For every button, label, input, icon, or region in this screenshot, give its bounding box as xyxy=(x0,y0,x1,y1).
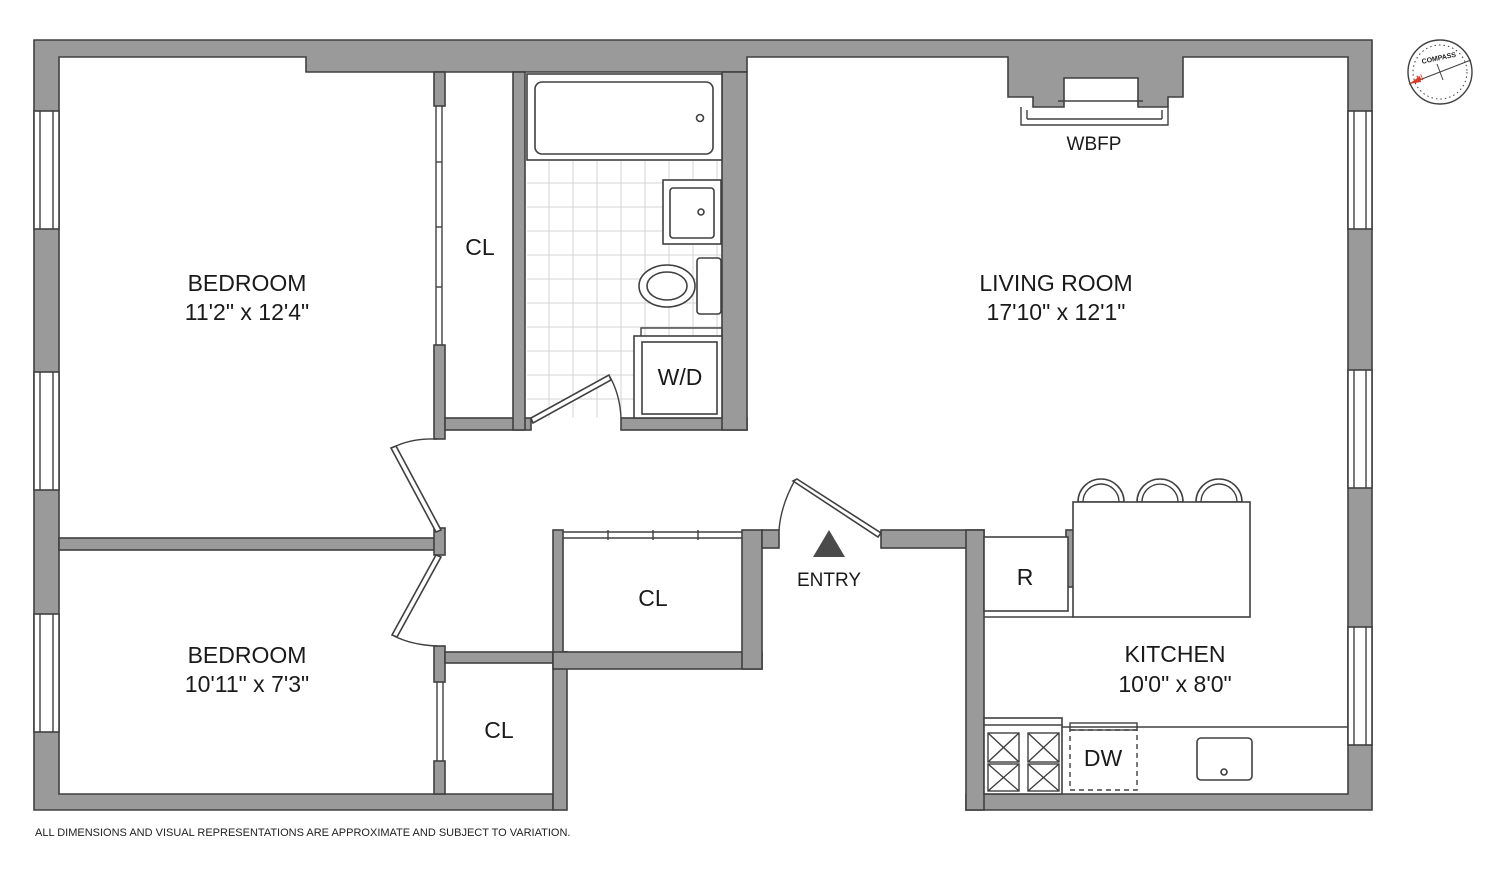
wood-burning-fireplace xyxy=(1020,100,1169,126)
refrigerator-label: R xyxy=(1017,564,1034,590)
interior-walls xyxy=(58,71,1075,811)
bathroom-sink xyxy=(662,179,722,245)
kitchen-sink xyxy=(1196,737,1253,781)
compass-north-label: N xyxy=(1415,72,1425,84)
closet-label-3: CL xyxy=(484,717,514,743)
washer-dryer-label: W/D xyxy=(658,364,703,390)
dishwasher-label: DW xyxy=(1084,745,1123,771)
bedroom2-dims: 10'11" x 7'3" xyxy=(185,671,309,697)
kitchen-name: KITCHEN xyxy=(1125,641,1226,667)
windows xyxy=(33,110,1373,746)
living-room-name: LIVING ROOM xyxy=(979,270,1132,296)
kitchen-dims: 10'0" x 8'0" xyxy=(1118,671,1231,697)
swing-doors xyxy=(389,373,883,647)
kitchen-counter xyxy=(984,616,1348,728)
washer-dryer xyxy=(633,327,723,419)
bedroom2-door xyxy=(390,553,443,647)
living-room-dims: 17'10" x 12'1" xyxy=(987,299,1126,325)
bedroom2-name: BEDROOM xyxy=(188,642,307,668)
entry-arrow-icon xyxy=(813,530,845,557)
kitchen-island xyxy=(1072,501,1251,618)
fireplace-label: WBFP xyxy=(1067,134,1122,155)
bedroom1-dims: 11'2" x 12'4" xyxy=(185,299,309,325)
bedroom1-door xyxy=(389,438,443,534)
closet-label-1: CL xyxy=(465,234,495,260)
dishwasher xyxy=(1069,722,1138,791)
closet-doors xyxy=(435,106,742,761)
entry-label: ENTRY xyxy=(797,570,861,591)
disclaimer: ALL DIMENSIONS AND VISUAL REPRESENTATION… xyxy=(35,827,570,839)
entry-door xyxy=(778,478,883,539)
toilet xyxy=(638,257,722,315)
bar-stools xyxy=(1077,478,1243,503)
refrigerator xyxy=(983,536,1069,612)
bedroom1-name: BEDROOM xyxy=(188,270,307,296)
closet-label-2: CL xyxy=(638,585,668,611)
compass-icon: N COMPASS xyxy=(1407,39,1473,105)
exterior-walls xyxy=(33,39,1373,811)
stove xyxy=(983,717,1063,795)
bathroom-door xyxy=(529,373,622,425)
bathtub xyxy=(526,73,723,161)
